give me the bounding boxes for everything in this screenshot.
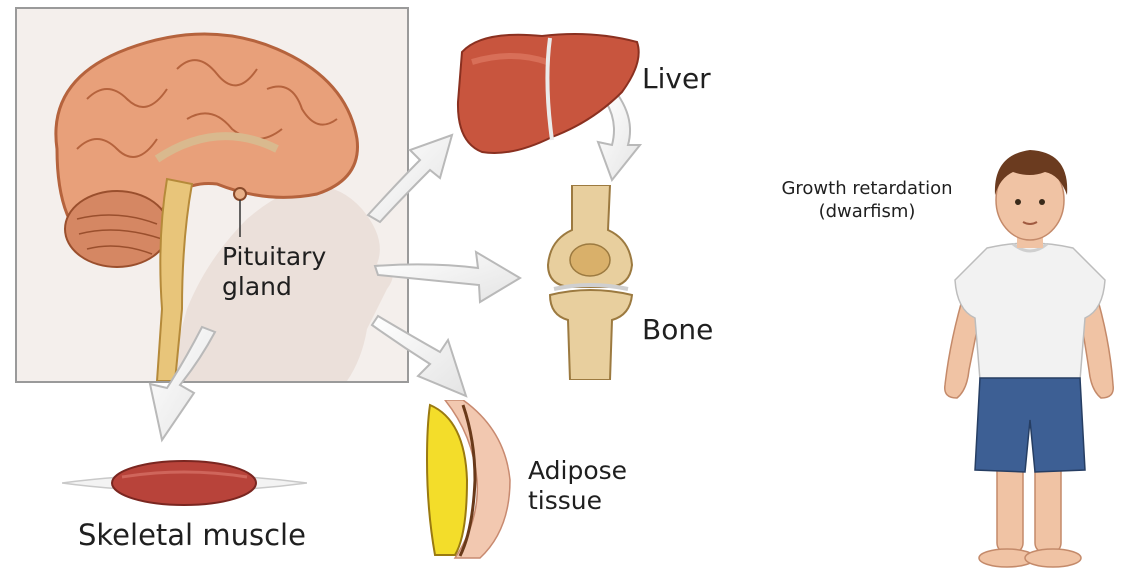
arrow-to-bone bbox=[375, 252, 520, 302]
arrow-to-liver bbox=[368, 135, 452, 222]
liver-label: Liver bbox=[642, 62, 711, 95]
adipose-tissue-illustration bbox=[425, 400, 515, 560]
bone-label: Bone bbox=[642, 313, 713, 346]
arrow-to-adipose bbox=[372, 316, 466, 396]
arrow-to-skeletal-muscle bbox=[150, 327, 215, 440]
adipose-tissue-label: Adipose tissue bbox=[528, 456, 627, 515]
child-dwarfism-illustration bbox=[935, 140, 1125, 572]
skeletal-muscle-illustration bbox=[62, 455, 307, 510]
skeletal-muscle-label: Skeletal muscle bbox=[78, 518, 306, 552]
bone-knee-illustration bbox=[540, 185, 640, 380]
liver-illustration bbox=[452, 22, 647, 162]
